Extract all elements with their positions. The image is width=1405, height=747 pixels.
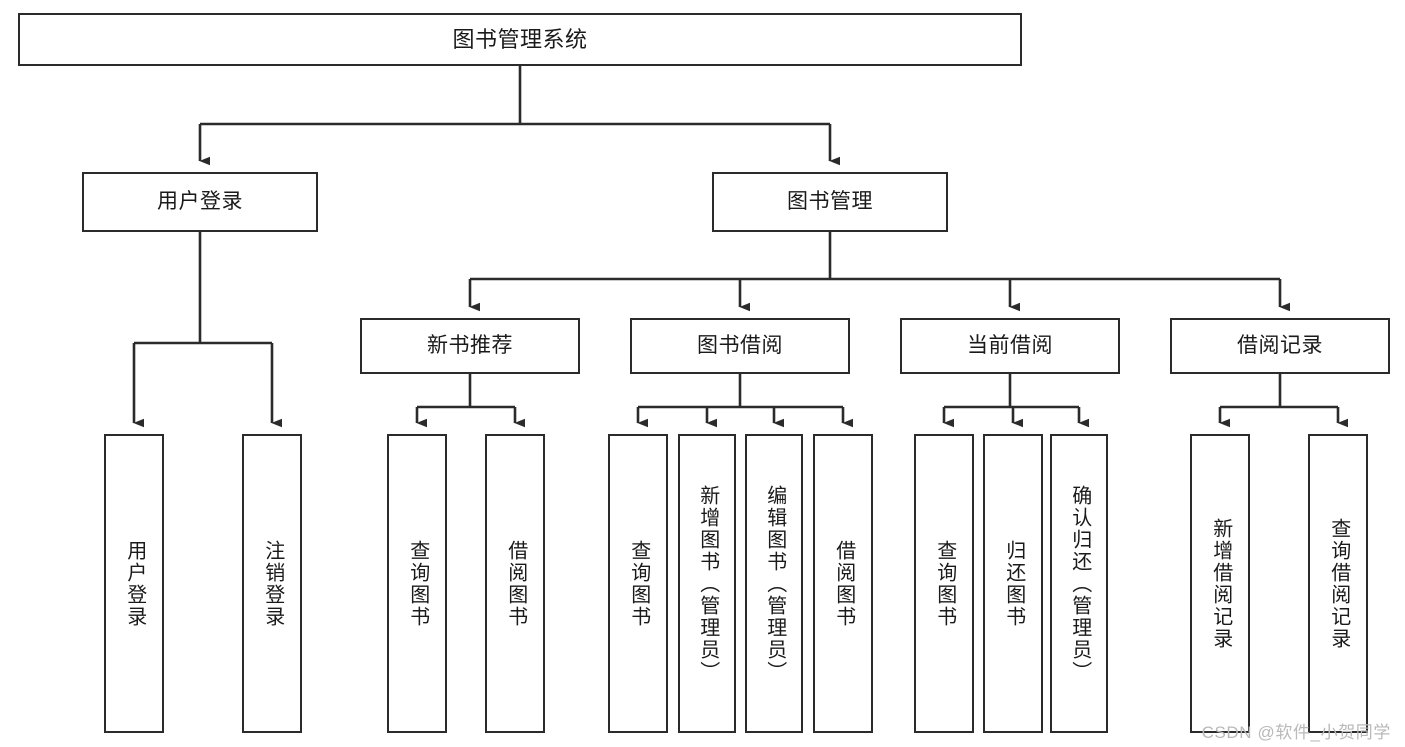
node-current-borrow[interactable]: 当前借阅	[900, 318, 1120, 374]
node-leaf-return-book[interactable]: 归还图书	[983, 434, 1043, 733]
node-label: 查询图书	[627, 539, 650, 628]
node-label: 借阅图书	[832, 539, 855, 628]
node-leaf-query-book-1[interactable]: 查询图书	[387, 434, 447, 733]
node-label: 借阅图书	[504, 539, 527, 628]
node-label: 图书管理系统	[452, 26, 588, 52]
node-leaf-confirm-return[interactable]: 确认归还（管理员）	[1050, 434, 1108, 733]
node-leaf-edit-book[interactable]: 编辑图书（管理员）	[745, 434, 803, 733]
node-label: 查询借阅记录	[1327, 517, 1350, 650]
watermark-label: CSDN @软件_小贺同学	[1201, 723, 1391, 742]
node-borrow-record[interactable]: 借阅记录	[1170, 318, 1390, 374]
node-leaf-add-book[interactable]: 新增图书（管理员）	[678, 434, 736, 733]
node-label: 注销登录	[261, 539, 284, 628]
node-label: 图书借阅	[697, 333, 783, 357]
node-user-login[interactable]: 用户登录	[82, 172, 318, 232]
node-root[interactable]: 图书管理系统	[18, 13, 1022, 66]
node-label: 新增借阅记录	[1209, 517, 1232, 650]
node-leaf-borrow-book-2[interactable]: 借阅图书	[813, 434, 873, 733]
node-leaf-query-record[interactable]: 查询借阅记录	[1308, 434, 1368, 733]
node-label: 查询图书	[406, 539, 429, 628]
node-label: 新书推荐	[427, 333, 513, 357]
node-leaf-user-login[interactable]: 用户登录	[104, 434, 164, 733]
node-label: 确认归还（管理员）	[1068, 484, 1091, 683]
node-label: 编辑图书（管理员）	[763, 484, 786, 683]
node-label: 新增图书（管理员）	[696, 484, 719, 683]
node-leaf-query-book-3[interactable]: 查询图书	[914, 434, 974, 733]
node-label: 用户登录	[123, 539, 146, 628]
node-label: 借阅记录	[1237, 333, 1323, 357]
node-label: 归还图书	[1002, 539, 1025, 628]
node-new-book-rec[interactable]: 新书推荐	[360, 318, 580, 374]
node-leaf-borrow-book-1[interactable]: 借阅图书	[485, 434, 545, 733]
node-leaf-logout[interactable]: 注销登录	[242, 434, 302, 733]
node-label: 用户登录	[157, 189, 243, 213]
node-leaf-add-record[interactable]: 新增借阅记录	[1190, 434, 1250, 733]
node-label: 当前借阅	[967, 333, 1053, 357]
node-leaf-query-book-2[interactable]: 查询图书	[608, 434, 668, 733]
node-book-manage[interactable]: 图书管理	[712, 172, 948, 232]
node-label: 查询图书	[933, 539, 956, 628]
node-book-borrow[interactable]: 图书借阅	[630, 318, 850, 374]
node-label: 图书管理	[787, 189, 873, 213]
